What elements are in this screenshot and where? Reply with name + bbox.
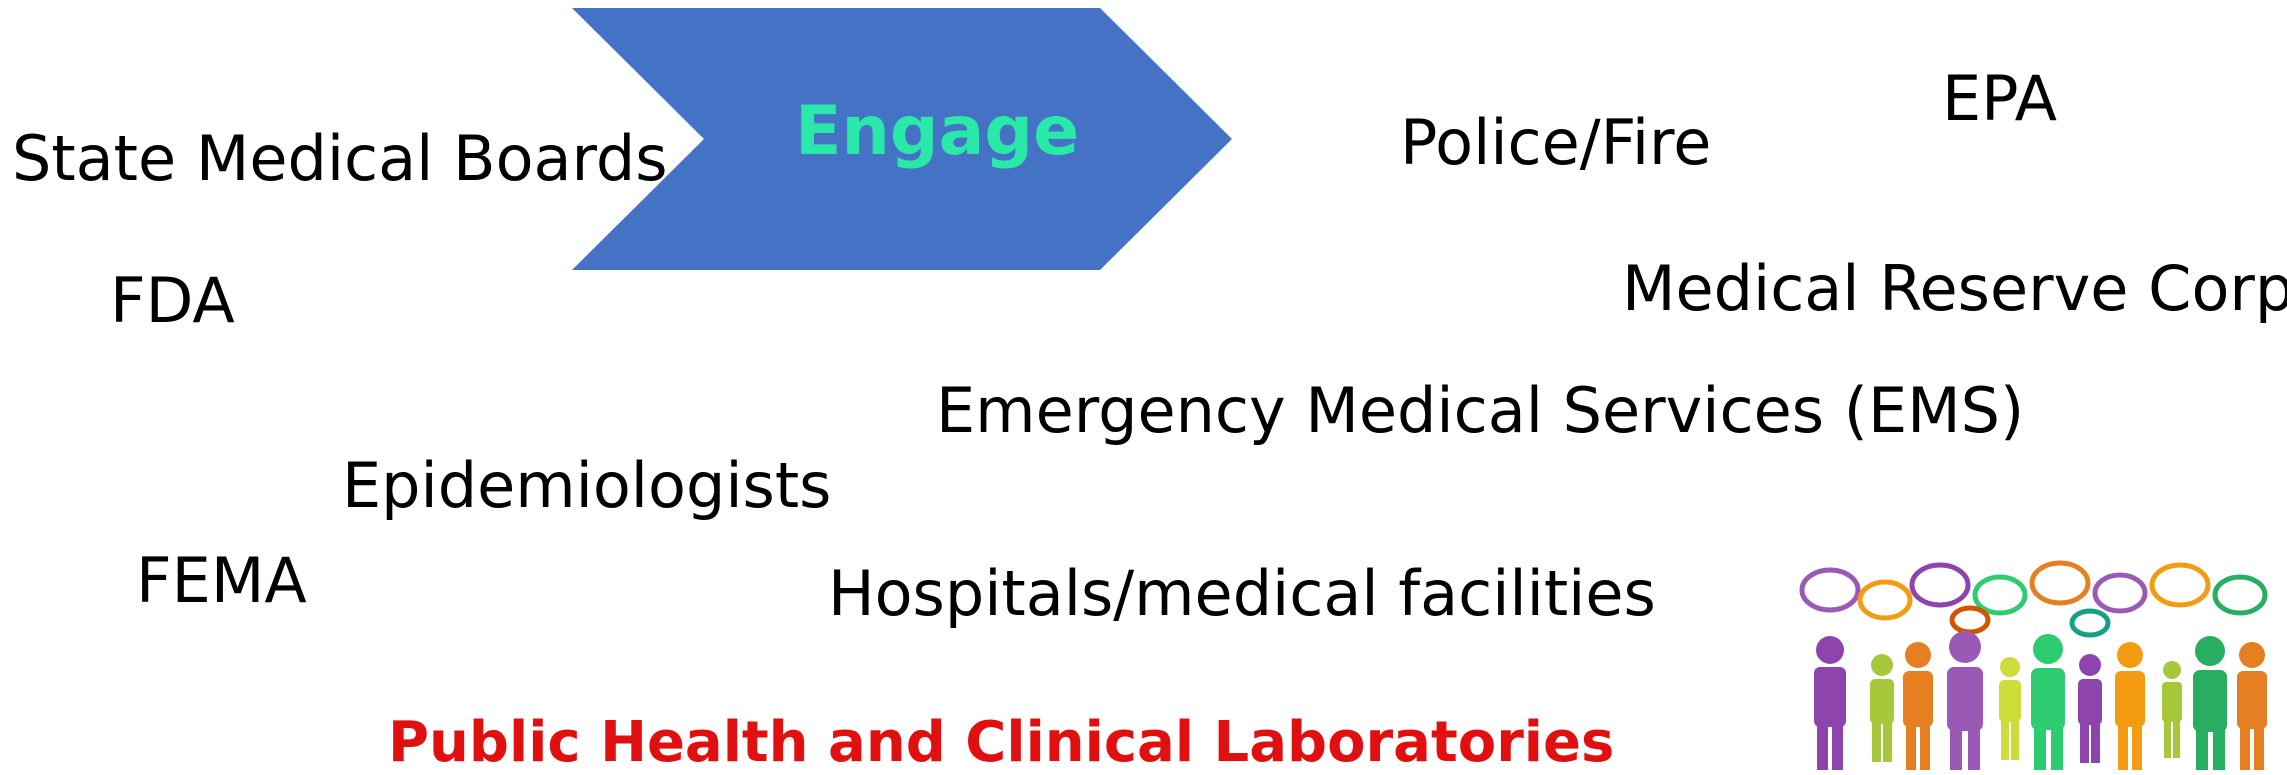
hospitals-label: Hospitals/medical facilities [828, 557, 1656, 630]
people-speech-bubbles-icon [1799, 560, 2268, 770]
police-fire-label: Police/Fire [1400, 106, 1712, 179]
fda-label: FDA [110, 264, 235, 337]
chevron-shape [572, 8, 1232, 270]
epa-label: EPA [1942, 62, 2058, 135]
footer-title: Public Health and Clinical Laboratories [388, 710, 1615, 775]
engage-label: Engage [795, 92, 1080, 171]
medical-reserve-corps-label: Medical Reserve Corps [1622, 252, 2287, 325]
fema-label: FEMA [136, 544, 307, 617]
state-medical-boards-label: State Medical Boards [12, 122, 668, 195]
ems-label: Emergency Medical Services (EMS) [936, 374, 2025, 447]
epidemiologists-label: Epidemiologists [342, 449, 832, 522]
